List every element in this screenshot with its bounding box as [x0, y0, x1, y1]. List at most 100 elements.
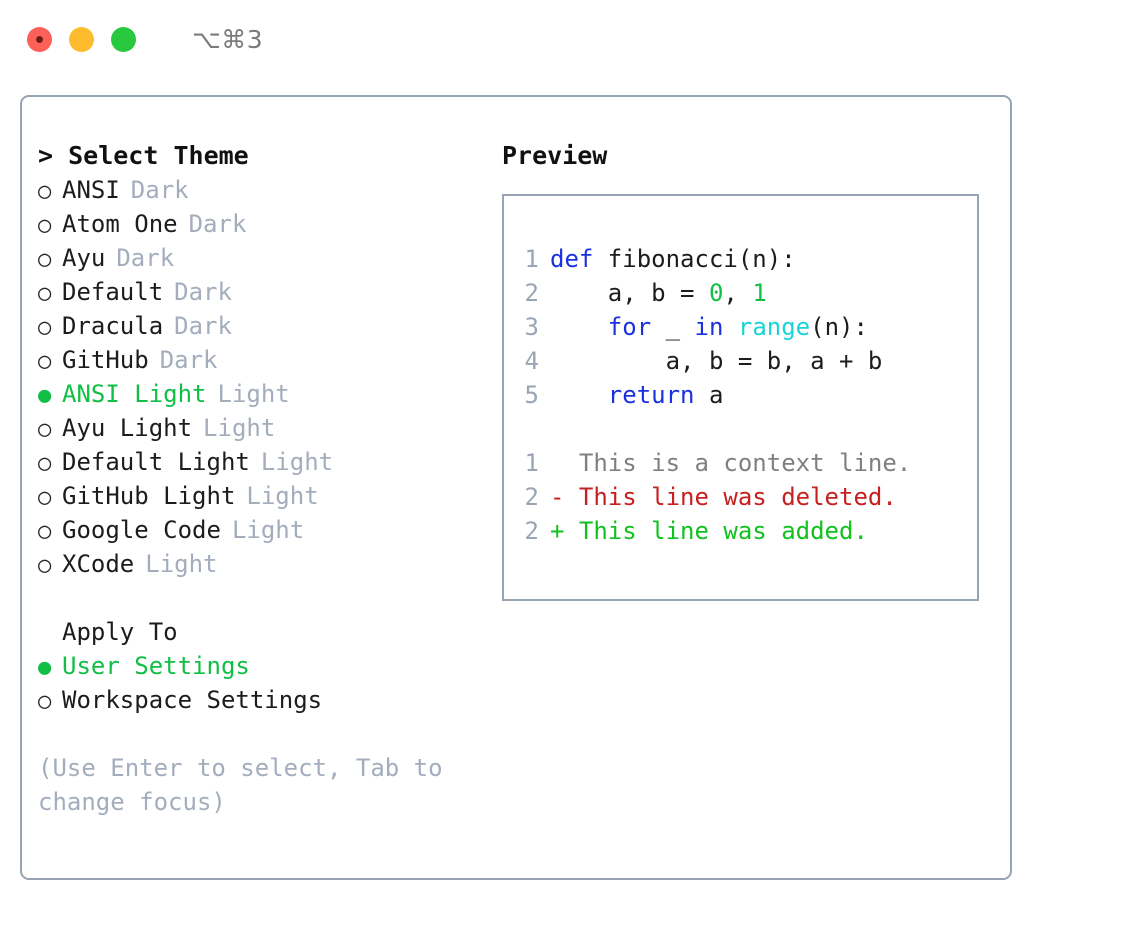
theme-option-tag: Dark	[116, 244, 175, 272]
radio-unselected-icon: ○	[38, 179, 52, 204]
radio-selected-icon: ●	[38, 383, 52, 408]
code-line-number: 2	[524, 279, 539, 307]
radio-unselected-icon: ○	[38, 451, 52, 476]
theme-option-ansi[interactable]: ○ ANSI Dark	[38, 173, 488, 207]
radio-unselected-icon: ○	[38, 315, 52, 340]
code-line: 3 for _ in range(n):	[504, 310, 977, 344]
code-token: return	[607, 381, 695, 409]
apply-to-header: Apply To	[38, 615, 488, 649]
theme-option-label: ANSI Light	[62, 380, 207, 408]
diff-marker: -	[550, 483, 565, 511]
diff-line: 1 This is a context line.	[504, 446, 977, 480]
radio-unselected-icon: ○	[38, 689, 52, 714]
code-token	[550, 381, 608, 409]
code-token: 1	[752, 279, 767, 307]
theme-option-label: Ayu Light	[62, 414, 193, 442]
code-line-number: 3	[524, 313, 539, 341]
theme-option-tag: Dark	[174, 312, 232, 340]
radio-unselected-icon: ○	[38, 213, 52, 238]
apply-to-option-label: Workspace Settings	[62, 686, 323, 714]
theme-option-tag: Dark	[174, 278, 232, 306]
theme-option-tag: Light	[203, 414, 276, 442]
title-bar: ⌥⌘3	[0, 0, 1140, 78]
radio-unselected-icon: ○	[38, 247, 52, 272]
radio-selected-icon: ●	[38, 655, 52, 680]
radio-unselected-icon: ○	[38, 417, 52, 442]
code-line-number: 5	[524, 381, 539, 409]
code-token: _	[651, 313, 695, 341]
list-spacer	[38, 581, 488, 615]
code-token: ,	[723, 279, 753, 307]
apply-to-option-label: User Settings	[62, 652, 250, 680]
close-button[interactable]	[27, 26, 52, 52]
code-token: def	[550, 245, 594, 273]
theme-option-tag: Light	[260, 448, 334, 476]
apply-to-option-workspace-settings[interactable]: ○ Workspace Settings	[38, 683, 488, 717]
apply-to-header-indent	[38, 617, 62, 651]
theme-option-default-light[interactable]: ○ Default Light Light	[38, 445, 488, 479]
theme-option-label: Default Light	[62, 448, 250, 476]
theme-option-label: Atom One	[62, 210, 178, 238]
code-token: (n):	[810, 313, 868, 341]
diff-marker	[550, 449, 564, 477]
theme-option-tag: Dark	[188, 210, 247, 238]
code-token: a, b = b, a + b	[550, 347, 883, 375]
apply-to-header-label: Apply To	[62, 618, 178, 646]
theme-option-ansi-light[interactable]: ● ANSI Light Light	[38, 377, 488, 411]
theme-option-tag: Light	[246, 482, 319, 510]
keyboard-hint: (Use Enter to select, Tab to change focu…	[38, 754, 443, 816]
theme-option-label: Google Code	[62, 516, 221, 544]
diff-text: This is a context line.	[564, 449, 912, 477]
theme-option-label: XCode	[62, 550, 135, 578]
code-token	[550, 313, 608, 341]
code-token: 0	[708, 279, 724, 307]
code-line-number: 1	[524, 245, 539, 273]
code-token: in	[694, 313, 724, 341]
theme-option-tag: Dark	[159, 346, 218, 374]
theme-option-tag: Dark	[130, 176, 189, 204]
theme-option-label: Ayu	[62, 244, 106, 272]
theme-option-ayu-light[interactable]: ○ Ayu Light Light	[38, 411, 488, 445]
theme-option-tag: Light	[217, 380, 290, 408]
theme-option-label: ANSI	[62, 176, 120, 204]
code-diff-separator	[504, 412, 977, 446]
theme-option-tag: Light	[145, 550, 218, 578]
maximize-button[interactable]	[111, 26, 136, 52]
code-token: for	[607, 313, 652, 341]
apply-to-list[interactable]: ● User Settings ○ Workspace Settings	[38, 649, 488, 717]
theme-option-default[interactable]: ○ Default Dark	[38, 275, 488, 309]
theme-option-label: Default	[62, 278, 164, 306]
code-token: range	[737, 313, 811, 341]
code-token	[723, 313, 737, 341]
diff-line-number: 2	[524, 517, 539, 545]
code-token: a, b =	[550, 279, 709, 307]
code-token: a	[694, 381, 724, 409]
minimize-button[interactable]	[69, 26, 94, 52]
radio-unselected-icon: ○	[38, 485, 52, 510]
diff-line: 2+ This line was added.	[504, 514, 977, 548]
preview-title: Preview	[502, 141, 608, 170]
theme-option-ayu[interactable]: ○ Ayu Dark	[38, 241, 488, 275]
code-line-number: 4	[524, 347, 539, 375]
diff-line: 2- This line was deleted.	[504, 480, 977, 514]
theme-option-tag: Light	[231, 516, 305, 544]
theme-option-atom-one[interactable]: ○ Atom One Dark	[38, 207, 488, 241]
diff-line-number: 1	[524, 449, 539, 477]
radio-unselected-icon: ○	[38, 519, 52, 544]
diff-marker: +	[550, 517, 565, 545]
radio-unselected-icon: ○	[38, 281, 52, 306]
theme-option-google-code[interactable]: ○ Google Code Light	[38, 513, 488, 547]
diff-line-number: 2	[524, 483, 539, 511]
diff-sample: 1 This is a context line.2- This line wa…	[504, 446, 977, 548]
apply-to-option-user-settings[interactable]: ● User Settings	[38, 649, 488, 683]
